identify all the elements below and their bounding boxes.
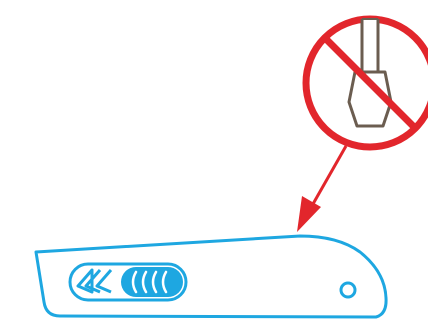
- cutter-hole: [341, 283, 355, 297]
- arrow-head: [297, 196, 321, 232]
- safety-cutter-icon: [36, 236, 386, 317]
- no-screwdriver-icon: [306, 19, 428, 147]
- arrow-icon: [297, 146, 346, 232]
- arrow-shaft: [309, 146, 346, 211]
